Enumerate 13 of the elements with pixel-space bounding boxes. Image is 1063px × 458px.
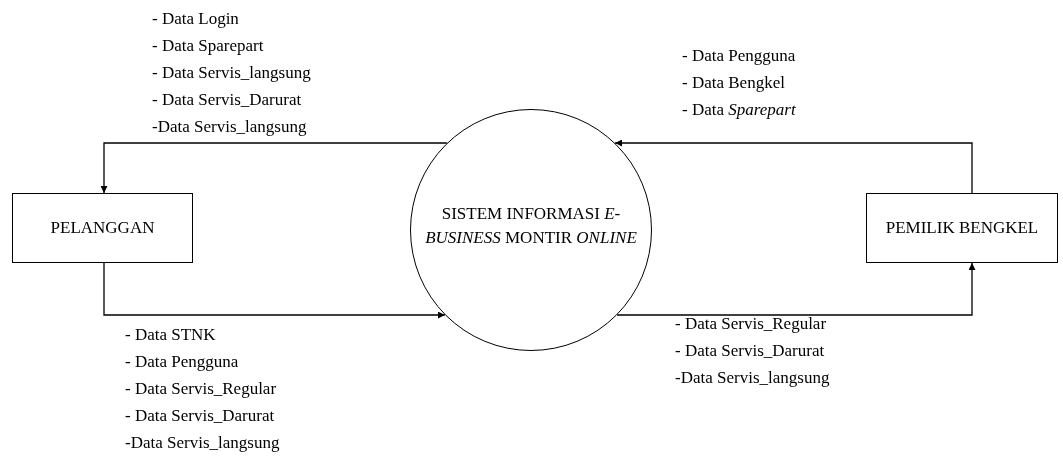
node-label: PELANGGAN: [49, 217, 156, 239]
entity-box: [866, 193, 1058, 263]
edge-label: - Data STNK - Data Pengguna - Data Servis_Regular - Data Servis_Darurat -Data Servis_langsung: [125, 324, 280, 454]
arrow: [616, 262, 976, 316]
arrow: [100, 142, 448, 194]
node-label: SISTEM INFORMASI E-BUSINESS MONTIR ONLINE: [424, 203, 638, 249]
edge-label: - Data Login - Data Sparepart - Data Servis_langsung - Data Servis_Darurat -Data Servis_langsung: [152, 8, 311, 138]
arrow: [614, 139, 973, 194]
arrow: [103, 262, 446, 319]
node-label: PEMILIK BENGKEL: [884, 217, 1040, 239]
edge-label: - Data Pengguna - Data Bengkel - Data Sparepart: [682, 45, 796, 121]
entity-box: [12, 193, 193, 263]
edge-label: - Data Servis_Regular - Data Servis_Darurat -Data Servis_langsung: [675, 313, 830, 389]
